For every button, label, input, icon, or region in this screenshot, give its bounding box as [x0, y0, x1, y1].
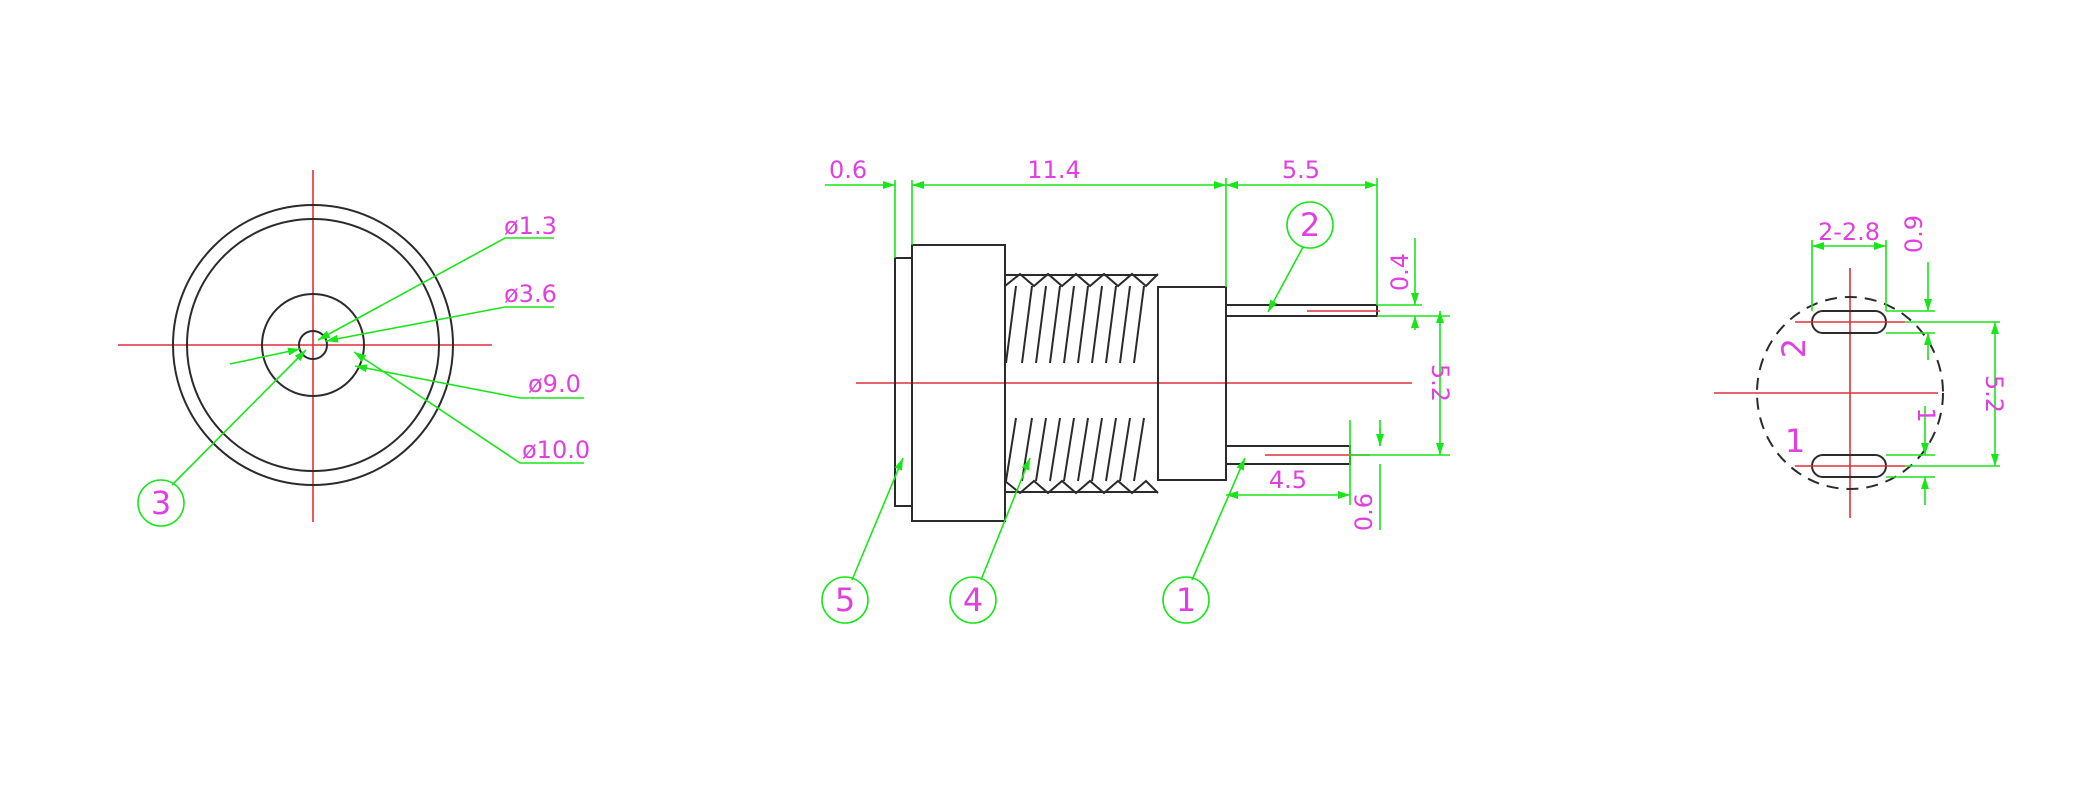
leader-balloon-1: [1191, 457, 1246, 581]
thread-line: [1091, 285, 1103, 364]
thread-line: [1021, 417, 1033, 482]
dim-pin-len: 5.5: [1282, 156, 1320, 184]
thread-line: [1005, 417, 1017, 482]
leader-balloon-3: [171, 349, 307, 486]
thread-line: [1049, 417, 1061, 482]
balloon-2-label: 2: [1300, 206, 1320, 244]
balloon-4-circle: [949, 576, 997, 624]
leader-d4: [353, 351, 584, 464]
dim-flange: 0.6: [829, 156, 867, 184]
leader-balloon-2: [1267, 246, 1304, 313]
socket-circle: [261, 293, 365, 397]
dim-d4: ø10.0: [522, 436, 590, 464]
flange-lip: [894, 257, 913, 507]
front-view: ø1.3 ø3.6 ø9.0 ø10.0 3: [118, 170, 590, 527]
pin-label-2: 2: [1775, 338, 1813, 358]
balloon-5-circle: [821, 576, 869, 624]
balloon-1-label: 1: [1176, 581, 1196, 619]
thread-line: [1063, 417, 1075, 482]
thread-line: [1091, 417, 1103, 482]
thread-line: [1077, 417, 1089, 482]
thread-line: [1105, 417, 1117, 482]
side-view: 0.6 11.4 5.5 0.4 5.2 4.5 0.6 2 5 4 1: [821, 156, 1454, 624]
leader-d1: [317, 237, 554, 341]
leader-d2-left: [229, 347, 301, 365]
thread-line: [1133, 417, 1145, 482]
pin-label-1: 1: [1785, 422, 1805, 460]
thread-line: [1021, 285, 1033, 364]
dim-body: 11.4: [1027, 156, 1080, 184]
thread-line: [1035, 417, 1047, 482]
thread-line: [1105, 285, 1117, 364]
dim-pin-short: 4.5: [1269, 466, 1307, 494]
dim-slot-w: 0.9: [1900, 215, 1928, 253]
thread-line: [1119, 417, 1131, 482]
balloon-2-circle: [1286, 201, 1334, 249]
balloon-3-label: 3: [151, 484, 171, 522]
outer-circle: [172, 204, 454, 486]
thread-line: [1119, 285, 1131, 364]
flange-body: [911, 244, 1006, 522]
leader-balloon-5: [851, 457, 904, 581]
balloon-1-circle: [1162, 576, 1210, 624]
thread-line: [1049, 285, 1061, 364]
dim-pin-thk2: 0.6: [1350, 493, 1378, 531]
flange-circle: [186, 218, 440, 472]
body-outline-dashed: [1756, 296, 1944, 490]
balloon-5-label: 5: [835, 581, 855, 619]
leader-balloon-4: [980, 457, 1031, 581]
dim-slot: 2-2.8: [1818, 218, 1880, 246]
dim-d3: ø9.0: [528, 370, 581, 398]
pin-hole-circle: [298, 330, 328, 360]
balloon-3-circle: [137, 479, 185, 527]
dim-d2: ø3.6: [504, 280, 557, 308]
dim-span: 5.2: [1980, 375, 2008, 413]
balloon-4-label: 4: [963, 581, 983, 619]
rear-body: [1157, 286, 1227, 481]
thread-line: [1005, 285, 1017, 364]
thread-line: [1063, 285, 1075, 364]
leader-d2: [325, 306, 554, 343]
dim-w: 1: [1912, 407, 1940, 422]
thread-teeth-top: [1004, 272, 1159, 288]
dim-d1: ø1.3: [504, 212, 557, 240]
thread-line: [1133, 285, 1145, 364]
dim-pin-gap: 5.2: [1426, 364, 1454, 402]
leader-d3: [354, 364, 584, 399]
thread-line: [1035, 285, 1047, 364]
thread-line: [1077, 285, 1089, 364]
thread-teeth-bottom: [1004, 479, 1159, 495]
dim-pin-thk: 0.4: [1386, 253, 1414, 291]
pcb-view: 2-2.8 0.9 5.2 1 2 1: [1714, 215, 2008, 518]
